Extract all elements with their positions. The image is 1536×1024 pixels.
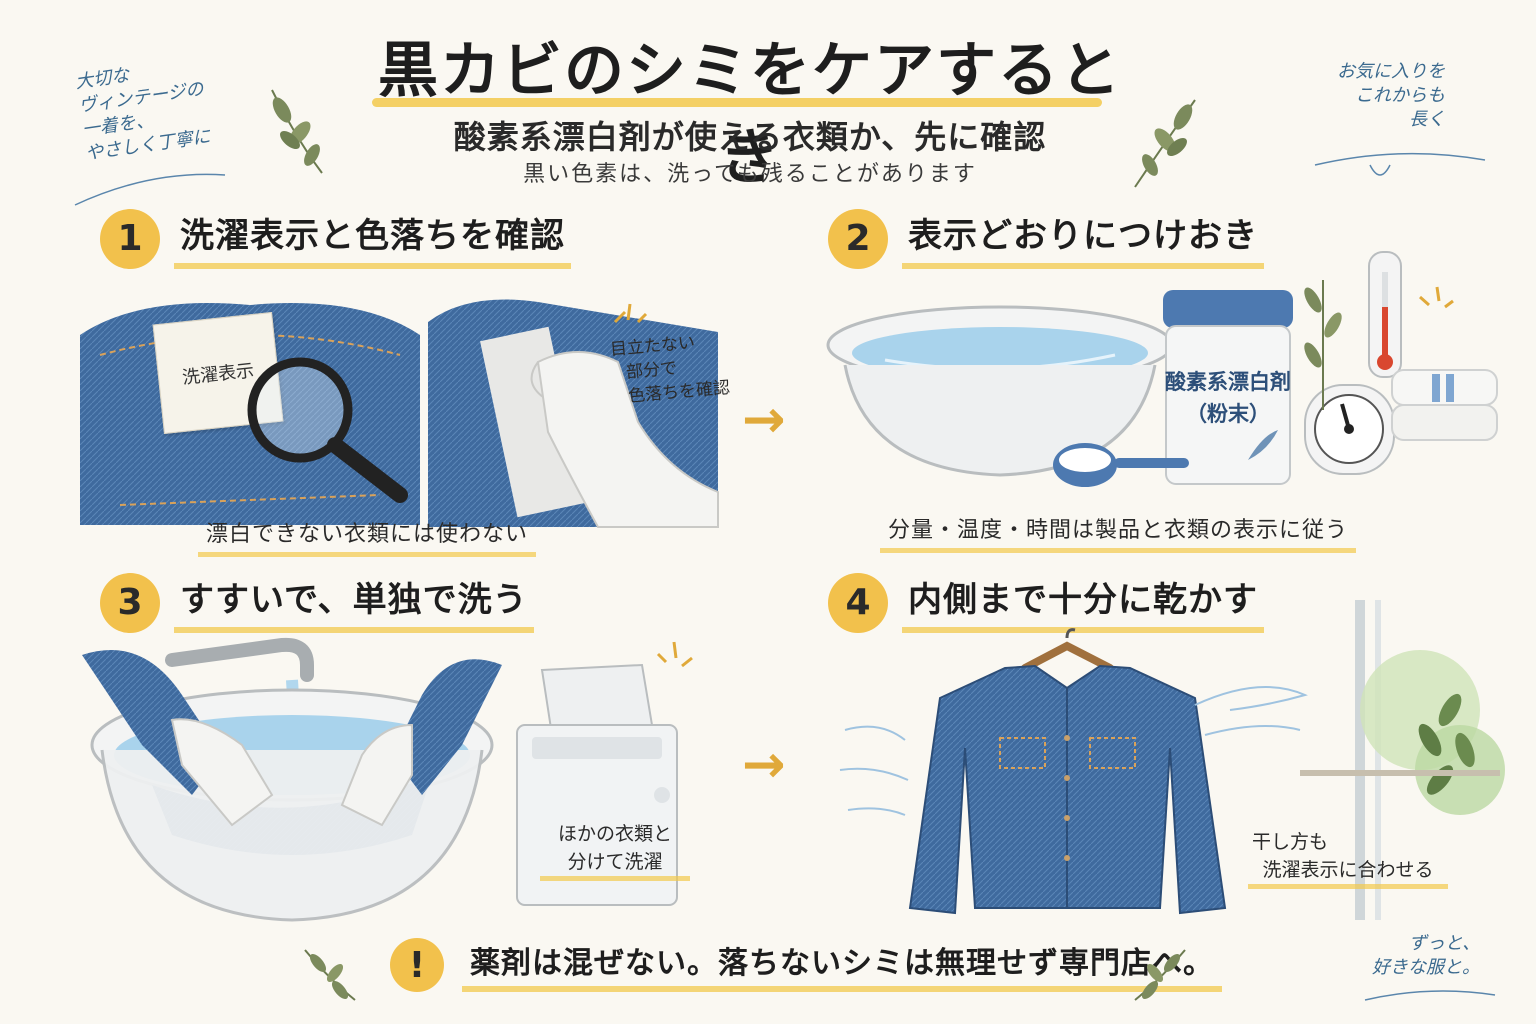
step-number-badge: 2 [828,208,888,269]
corner-note-line: 好きな服と。 [1372,957,1480,978]
arrow-right-icon: → [742,390,786,450]
swoosh-line [74,173,226,206]
corner-note-line: お気に入りを [1337,61,1445,82]
sparkle-icon [613,303,648,324]
glove-check-illustration [428,299,719,528]
product-label-line: （粉末） [1186,402,1270,426]
magnifier-icon [247,357,408,503]
sparkle-icon [656,641,693,668]
denim-jacket-illustration [908,628,1227,915]
washing-machine-icon [516,663,678,906]
leaf-icon [1304,280,1342,410]
step-title: 洗濯表示と色落ちを確認 [174,208,571,269]
swoosh-line [1314,152,1486,176]
corner-note-top-left: 大切な ヴィンテージの 一着を、 やさしく丁寧に [74,54,212,167]
corner-note-bottom-right: ずっと、 好きな服と。 [1340,932,1480,980]
title-underline [372,98,1102,107]
wash-basin-illustration [826,305,1174,477]
side-note-line: ほかの衣類と [557,823,672,845]
step-1-header: 1 洗濯表示と色落ちを確認 [100,208,571,269]
leaf-icon [271,89,323,174]
bleach-container-illustration [1163,290,1293,485]
bleach-product-label: 酸素系漂白剤 （粉末） [1160,366,1296,430]
leaf-icon [304,949,356,1001]
step-1-caption: 漂白できない衣類には使わない [198,516,537,557]
step-number-badge: 4 [828,572,888,633]
corner-note-top-right: お気に入りを これからも 長く [1295,60,1445,132]
page-subtitle: 酸素系漂白剤が使える衣類か、先に確認 [453,118,1047,156]
corner-note-line: これからも [1355,85,1445,106]
wind-lines [1194,686,1308,736]
step-2-header: 2 表示どおりにつけおき [828,208,1264,269]
step-1-side-note: 目立たない 部分で 色落ちを確認 [609,326,755,410]
step-title: 内側まで十分に乾かす [902,572,1264,633]
swoosh-line [1364,990,1496,1001]
step-number-badge: 3 [100,572,160,633]
measuring-scoop-icon [1053,443,1189,487]
page-note: 黒い色素は、洗っても残ることがあります [523,162,977,187]
warning-text: 薬剤は混ぜない。落ちないシミは無理せず専門店へ。 [462,938,1222,992]
arrow-right-icon: → [742,735,786,795]
sparkle-icon [1419,286,1454,309]
side-note-line: 分けて洗濯 [540,848,690,881]
thermometer-icon [1368,251,1402,378]
side-note-line: 洗濯表示に合わせる [1248,856,1448,889]
warning-banner: ! 薬剤は混ぜない。落ちないシミは無理せず専門店へ。 [390,938,1222,992]
step-number-badge: 1 [100,208,160,269]
leaf-icon [1134,949,1186,1001]
leaf-icon [1134,99,1196,188]
timer-icon [1304,384,1395,475]
step-4-header: 4 内側まで十分に乾かす [828,572,1264,633]
step-4-side-note: 干し方も 洗濯表示に合わせる [1248,828,1448,889]
corner-note-line: ずっと、 [1408,933,1480,954]
product-label-line: 酸素系漂白剤 [1165,370,1291,394]
corner-note-line: 長く [1409,109,1445,130]
page-title: 黒カビのシミをケアするとき [378,36,1122,193]
warning-icon: ! [390,938,444,992]
towel-icon [1391,369,1498,441]
side-note-line: 干し方も [1252,831,1329,853]
wind-lines [839,725,909,816]
step-3-side-note: ほかの衣類と 分けて洗濯 [540,820,690,881]
step-title: 表示どおりにつけおき [902,208,1264,269]
step-3-header: 3 すすいで、単独で洗う [100,572,534,633]
rinse-basin-illustration [82,637,502,922]
window-greenery-illustration [1300,600,1505,920]
step-title: すすいで、単独で洗う [174,572,534,633]
step-2-caption: 分量・温度・時間は製品と衣類の表示に従う [880,512,1357,553]
